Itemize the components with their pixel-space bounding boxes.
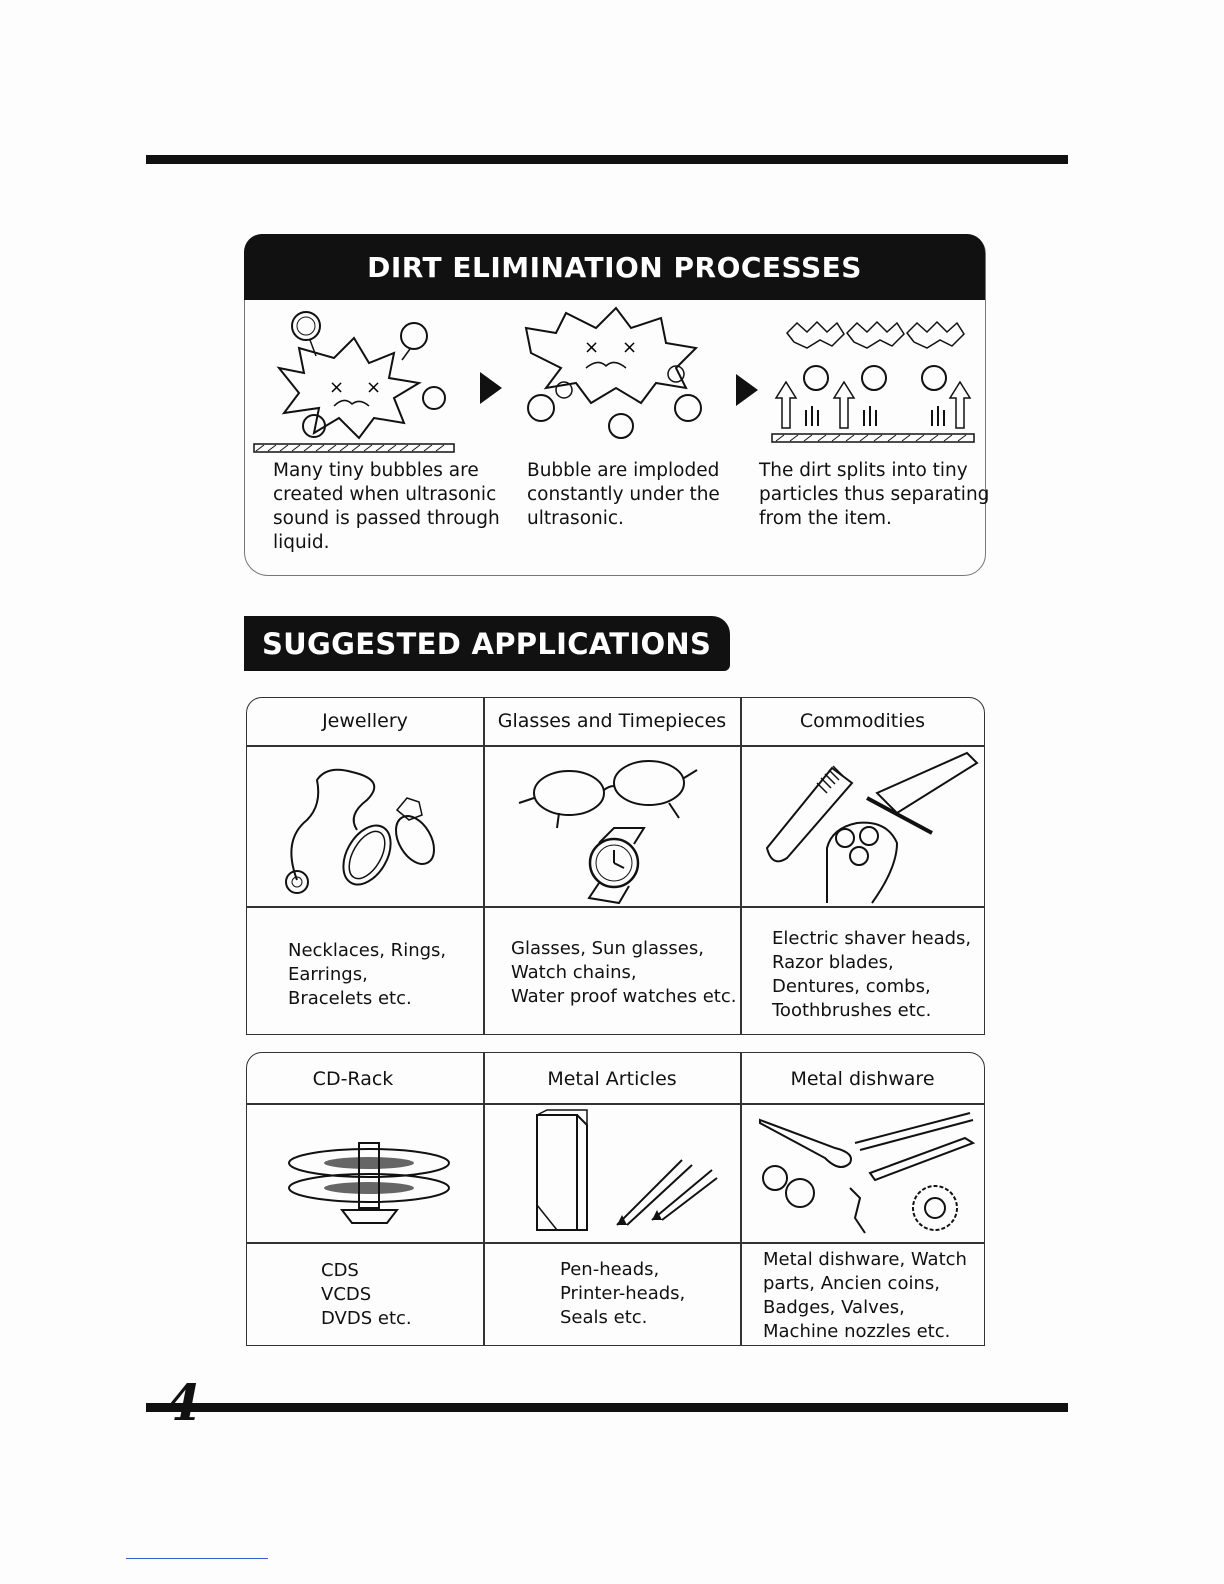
bubbles-imploding-icon: × × [524,306,702,439]
process-arrow-icon [736,374,758,406]
svg-text:×: × [584,337,599,358]
jewellery-icon [285,768,435,894]
column-title-glasses-timepieces: Glasses and Timepieces [497,710,727,732]
applications-title: SUGGESTED APPLICATIONS [244,616,730,671]
column-title-metal-dishware: Metal dishware [790,1068,935,1090]
applications-table-2: CD-Rack Metal Articles Metal dishware CD… [246,1052,985,1346]
box-pens-icon [536,1109,718,1231]
process-arrow-icon [480,372,502,404]
footer-link-underline [126,1558,268,1559]
column-title-jewellery: Jewellery [322,710,408,732]
items-metal-articles: Pen-heads, Printer-heads, Seals etc. [560,1259,686,1328]
items-cd-rack: CDS VCDS DVDS etc. [321,1260,412,1329]
bottom-rule [146,1403,1068,1412]
items-metal-dishware: Metal dishware, Watch parts, Ancien coin… [763,1249,967,1342]
column-title-commodities: Commodities [799,710,926,732]
svg-text:×: × [622,337,637,358]
comb-razor-shaver-icon [765,751,979,904]
cutlery-parts-icon [759,1112,976,1234]
bubbles-forming-on-dirt-icon: × × [253,311,455,453]
step-2-text: Bubble are imploded constantly under the… [527,460,720,529]
items-commodities: Electric shaver heads, Razor blades, Den… [772,928,972,1021]
applications-table-1: Jewellery Glasses and Timepieces Commodi… [246,697,985,1035]
svg-text:×: × [366,377,381,398]
items-jewellery: Necklaces, Rings, Earrings, Bracelets et… [288,940,447,1009]
step-3-text: The dirt splits into tiny particles thus… [759,460,990,529]
top-rule [146,155,1068,164]
column-title-metal-articles: Metal Articles [547,1068,677,1090]
cd-rack-icon [288,1142,450,1224]
page-number: 4 [166,1373,201,1432]
dirt-particles-lifting-icon [771,320,975,443]
step-1-text: Many tiny bubbles are created when ultra… [273,460,500,553]
process-title: DIRT ELIMINATION PROCESSES [244,234,985,300]
glasses-watch-icon [518,760,698,905]
items-glasses-timepieces: Glasses, Sun glasses, Watch chains, Wate… [511,938,737,1007]
column-title-cd-rack: CD-Rack [312,1068,394,1090]
svg-text:×: × [329,377,344,398]
